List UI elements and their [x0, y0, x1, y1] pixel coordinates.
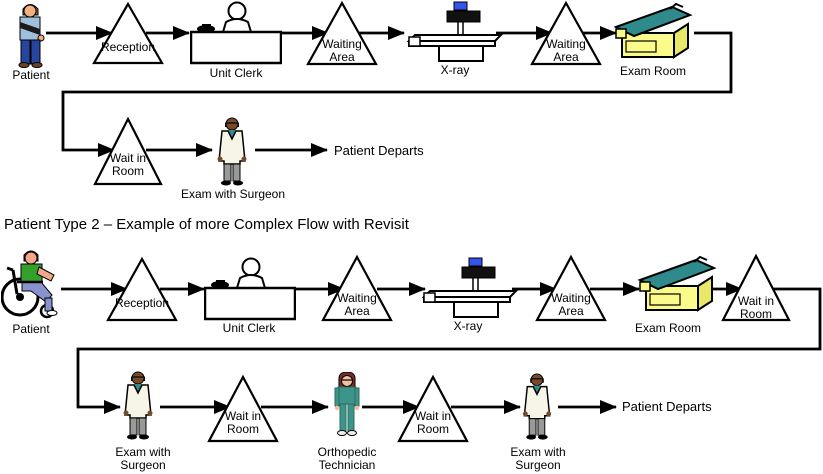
wait-in-room-label: Wait in Room [737, 294, 775, 321]
orthopedic-technician-icon [331, 372, 363, 440]
xray-icon [405, 1, 505, 63]
xray-icon [420, 257, 520, 319]
reception-label: Reception [114, 296, 170, 310]
reception-triangle [92, 1, 164, 65]
wrap-connector [76, 287, 822, 414]
wait-in-room-triangle [207, 374, 279, 443]
exam-room-icon [634, 256, 720, 314]
xray-label: X-ray [453, 319, 483, 333]
surgeon-icon [118, 370, 158, 442]
waiting-area-triangle [535, 254, 607, 322]
exam-with-surgeon-label: Exam with Surgeon [510, 445, 566, 472]
waiting-area-triangle [530, 0, 602, 66]
reception-triangle [106, 256, 178, 322]
surgeon-icon [212, 116, 252, 188]
wait-in-room-label: Wait in Room [224, 409, 262, 436]
patient-label: Patient [12, 322, 50, 336]
waiting-area-label: Waiting Area [337, 291, 377, 318]
exam-with-surgeon-label: Exam with Surgeon [115, 445, 171, 472]
orthopedic-technician-label: Orthopedic Technician [317, 445, 377, 472]
patient-label: Patient [12, 68, 50, 82]
unit-clerk-icon [190, 1, 282, 65]
waiting-area-label: Waiting Area [322, 37, 362, 64]
patient-departs-text: Patient Departs [622, 399, 712, 414]
patient-icon [8, 2, 54, 68]
wheelchair-patient-icon [1, 250, 65, 320]
surgeon-icon [517, 372, 557, 442]
wrap-connector [61, 31, 733, 157]
flow2-heading: Patient Type 2 – Example of more Complex… [4, 216, 409, 233]
exam-room-icon [610, 3, 696, 61]
unit-clerk-icon [204, 257, 296, 321]
wait-in-room-triangle [397, 374, 469, 443]
unit-clerk-label: Unit Clerk [222, 321, 276, 335]
waiting-area-triangle [321, 254, 393, 322]
wait-in-room-label: Wait in Room [109, 151, 147, 178]
wait-in-room-triangle [93, 116, 163, 186]
waiting-area-label: Waiting Area [551, 291, 591, 318]
exam-room-label: Exam Room [619, 64, 687, 78]
waiting-area-triangle [306, 0, 378, 66]
xray-label: X-ray [440, 63, 470, 77]
wait-in-room-triangle [721, 253, 791, 322]
exam-with-surgeon-label: Exam with Surgeon [180, 187, 286, 201]
waiting-area-label: Waiting Area [546, 37, 586, 64]
reception-label: Reception [100, 40, 156, 54]
wait-in-room-label: Wait in Room [414, 409, 452, 436]
patient-departs-text: Patient Departs [334, 143, 424, 158]
unit-clerk-label: Unit Clerk [209, 66, 263, 80]
exam-room-label: Exam Room [634, 321, 702, 335]
